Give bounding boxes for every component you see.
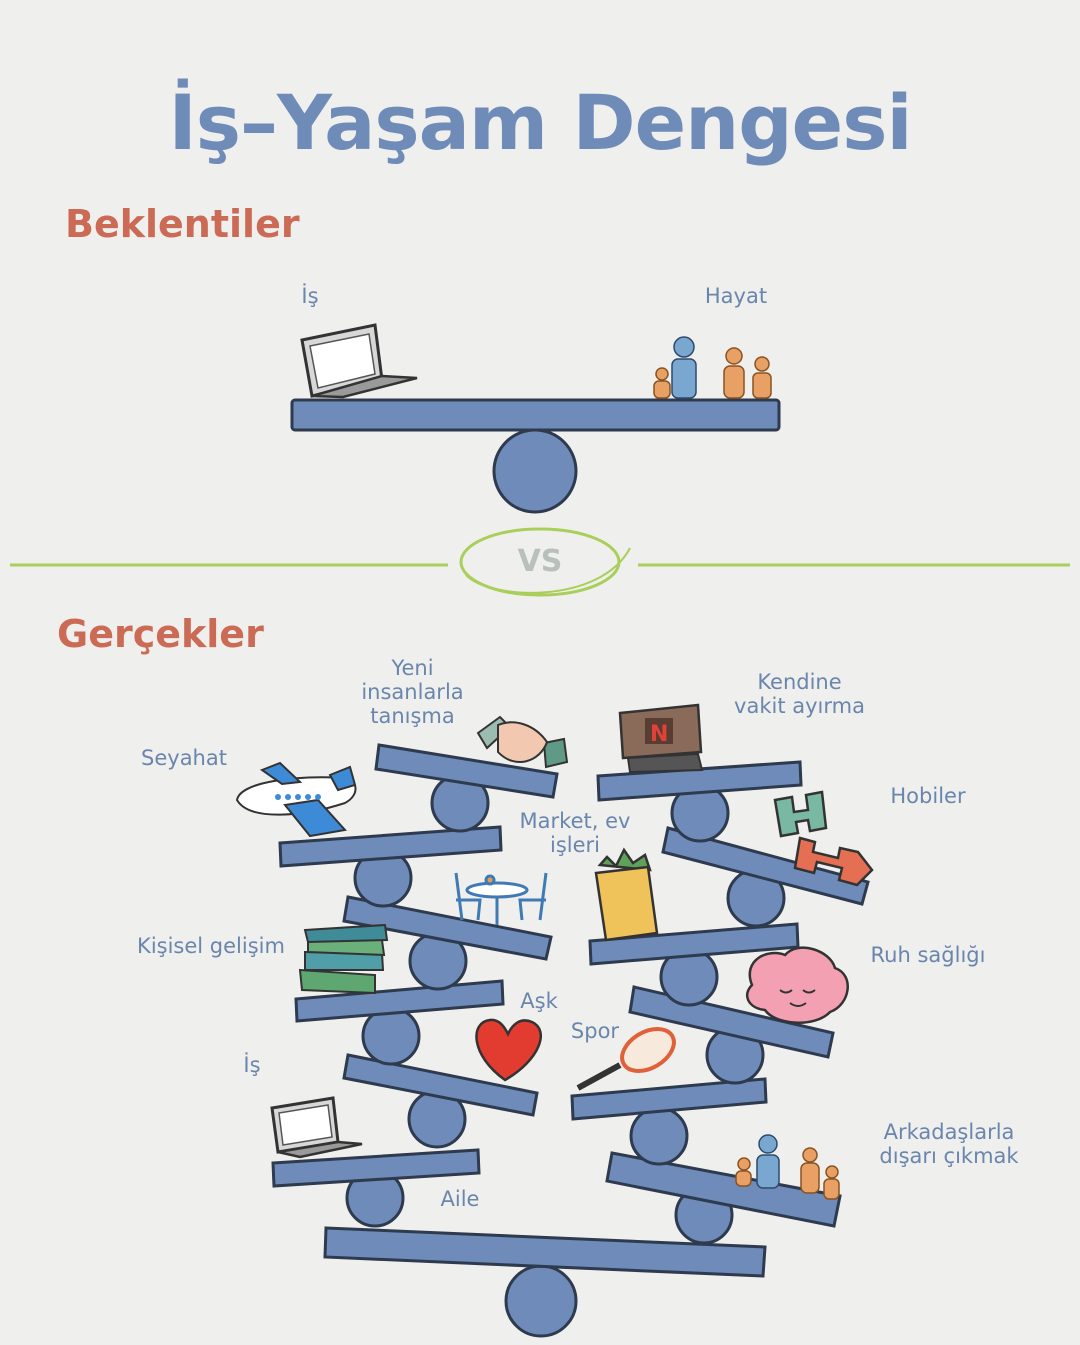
svg-text:N: N [650,722,668,747]
work-laptop-icon [270,1096,363,1159]
label-chores: Market, ev işleri [519,809,631,857]
vs-label: VS [517,544,563,579]
books-icon [298,923,389,995]
handshake-icon [476,715,569,769]
label-love: Aşk [520,989,558,1013]
grocery-bag-icon [594,847,659,942]
brain-icon [745,946,849,1024]
label-family: Aile [440,1187,480,1211]
label-friends: Arkadaşlarla dışarı çıkmak [879,1120,1019,1168]
label-personal-growth: Kişisel gelişim [137,934,285,958]
label-life: Hayat [704,284,768,308]
heart-icon [475,1018,542,1082]
label-sport: Spor [570,1019,620,1043]
label-meeting-people: Yeni insanlarla tanışma [361,656,464,728]
laptop-icon [300,323,418,399]
heading-reality: Gerçekler [57,612,264,656]
label-me-time: Kendine vakit ayırma [734,670,865,718]
tv-icon: N [618,703,704,774]
airplane-icon [235,761,357,838]
reality-stack [271,743,870,1338]
heading-expectations: Beklentiler [65,202,300,246]
label-work-reality: İş [243,1053,261,1077]
dining-table-icon [454,872,548,925]
vs-divider [10,527,1070,597]
tennis-racket-icon [576,1027,676,1091]
page-title: İş–Yaşam Dengesi [168,78,913,167]
hobby-letters-icon [773,790,874,887]
family-icon [653,336,772,399]
label-hobbies: Hobiler [890,784,966,808]
label-work: İş [301,284,319,308]
label-travel: Seyahat [141,746,227,770]
expectation-scale [290,398,781,514]
friends-icon [735,1134,840,1200]
label-mental-health: Ruh sağlığı [870,943,986,967]
